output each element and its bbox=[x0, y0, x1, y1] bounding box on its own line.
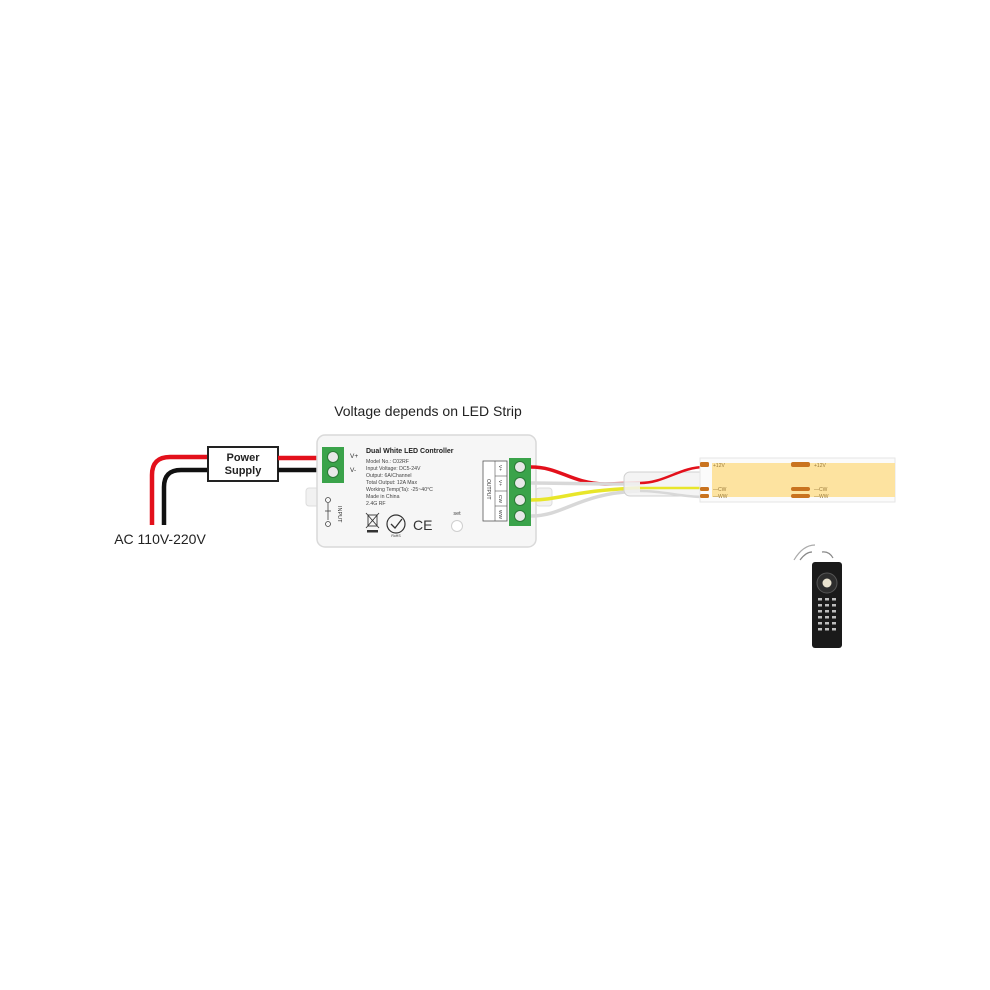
signal-wave-icon-2 bbox=[793, 544, 816, 561]
input-screw-1 bbox=[327, 451, 339, 463]
output-screw-4 bbox=[514, 510, 526, 522]
output-screw-3 bbox=[514, 494, 526, 506]
ac-voltage-label: AC 110V-220V bbox=[114, 531, 206, 547]
output-wire-yellow bbox=[530, 486, 641, 502]
strip-label-ww-mid: —WW bbox=[814, 494, 829, 500]
spec-output: Output: 6A/Channel bbox=[366, 473, 412, 479]
strip-label-cw-mid: —CW bbox=[814, 487, 828, 493]
strip-pad-cw-left bbox=[700, 487, 709, 491]
strip-cob-emitter bbox=[712, 463, 895, 497]
signal-wave-icon-3 bbox=[821, 551, 834, 559]
output-screw-2 bbox=[514, 477, 526, 489]
weee-bin-icon bbox=[365, 512, 380, 533]
input-terminal-vminus: V- bbox=[350, 467, 356, 474]
output-wire-white-2 bbox=[530, 489, 641, 518]
voltage-note: Voltage depends on LED Strip bbox=[334, 403, 522, 419]
connector-wire-red bbox=[639, 465, 706, 485]
output-screw-1 bbox=[514, 461, 526, 473]
output-terminal-label-3: CW bbox=[497, 495, 503, 503]
spec-made-in: Made in China bbox=[366, 494, 400, 500]
input-terminal-vplus: V+ bbox=[350, 453, 358, 460]
set-label: set bbox=[453, 511, 461, 517]
output-label: OUTPUT bbox=[485, 479, 491, 500]
rohs-text: RoHS bbox=[391, 534, 401, 538]
led-strip: +12V —CW —WW +12V —CW —WW bbox=[699, 457, 896, 503]
input-label: INPUT bbox=[336, 506, 342, 523]
strip-label-v-mid: +12V bbox=[814, 463, 826, 469]
rf-remote bbox=[793, 544, 842, 648]
rohs-icon bbox=[386, 514, 406, 534]
remote-center-button bbox=[822, 578, 832, 588]
strip-pad-v-mid bbox=[791, 462, 810, 467]
power-supply-label-line1: Power bbox=[226, 452, 260, 464]
output-wire-white-1 bbox=[530, 481, 641, 486]
spec-total-output: Total Output: 12A Max bbox=[366, 480, 417, 486]
output-terminal-label-2: V+ bbox=[497, 480, 503, 486]
spec-rf: 2.4G RF bbox=[366, 501, 386, 507]
strip-pad-ww-left bbox=[700, 494, 709, 498]
set-button bbox=[451, 520, 463, 532]
connector-wire-white bbox=[639, 489, 706, 499]
signal-wave-icon-1 bbox=[799, 551, 813, 561]
output-terminal-block bbox=[509, 458, 531, 526]
output-terminal-label-1: V+ bbox=[497, 465, 503, 471]
strip-label-v-left: +12V bbox=[713, 463, 725, 469]
remote-buttons bbox=[818, 598, 836, 631]
rohs-check-icon bbox=[390, 518, 403, 529]
power-supply-box bbox=[207, 446, 279, 482]
spec-input-voltage: Input Voltage: DC5-24V bbox=[366, 466, 421, 472]
led-controller: V+ V- INPUT Dual White LED Controller Mo… bbox=[305, 434, 553, 548]
ac-wire-black bbox=[161, 467, 210, 525]
strip-label-ww-left: —WW bbox=[713, 494, 728, 500]
strip-pad-v-left bbox=[700, 462, 709, 467]
output-terminal-label-4: WW bbox=[497, 510, 503, 520]
controller-title: Dual White LED Controller bbox=[366, 448, 454, 455]
input-symbol bbox=[325, 497, 331, 527]
strip-label-cw-left: —CW bbox=[713, 487, 727, 493]
spec-model: Model No.: C02RF bbox=[366, 459, 409, 465]
strip-pad-cw-mid bbox=[791, 487, 810, 491]
spec-working-temp: Working Temp(Ta): -25~40°C bbox=[366, 487, 433, 493]
input-screw-2 bbox=[327, 466, 339, 478]
ce-mark: CE bbox=[413, 517, 432, 533]
power-supply-label-line2: Supply bbox=[225, 465, 263, 477]
strip-pad-ww-mid bbox=[791, 494, 810, 498]
ac-wire-red bbox=[149, 454, 210, 525]
